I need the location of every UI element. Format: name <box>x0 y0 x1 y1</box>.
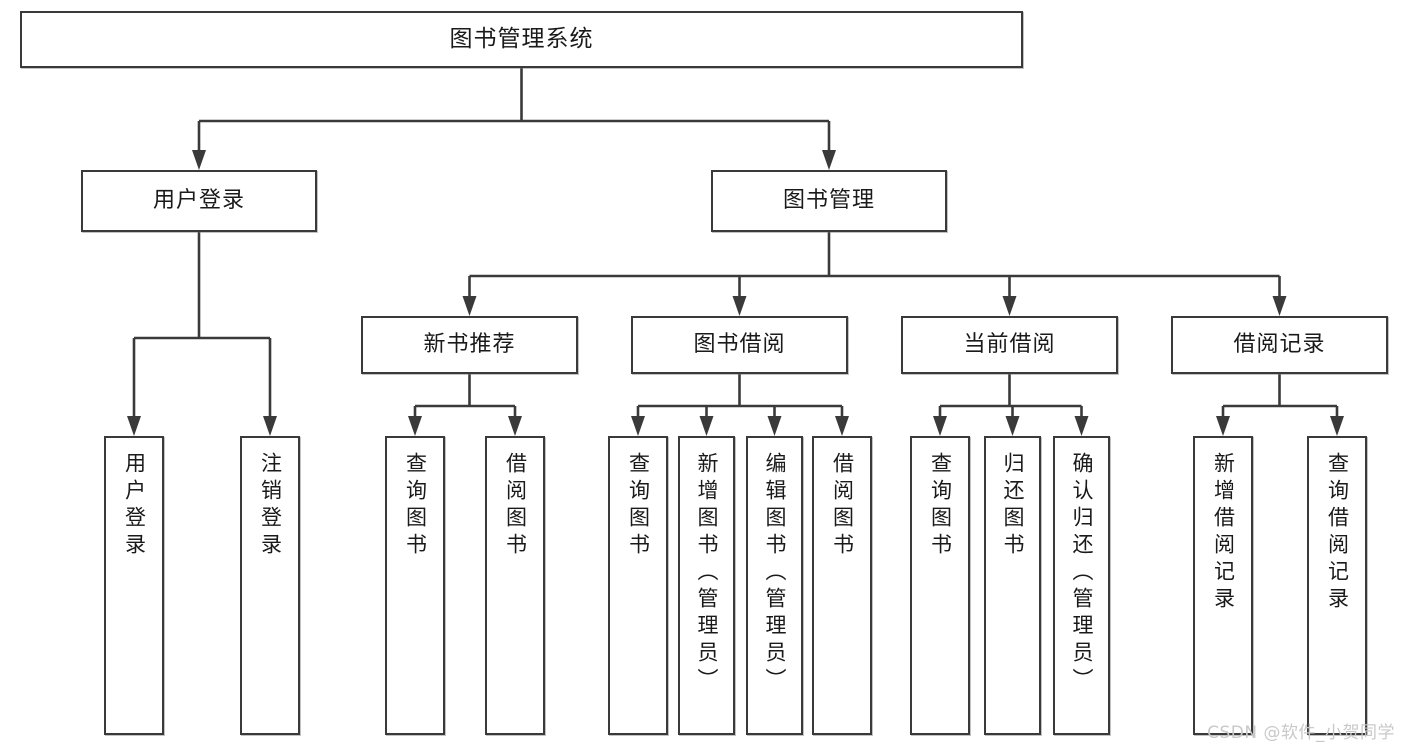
leaf-new-borrow-book-label: 借阅图书 <box>503 452 528 560</box>
node-root[interactable]: 图书管理系统 <box>20 11 1023 68</box>
node-new-book-recommend-label: 新书推荐 <box>423 332 516 358</box>
leaf-borrow-add-book-label: 新增图书（管理员） <box>695 452 719 695</box>
node-borrow-record-label: 借阅记录 <box>1233 332 1326 358</box>
leaf-user-login-label: 用户登录 <box>122 452 147 560</box>
leaf-record-add[interactable]: 新增借阅记录 <box>1193 436 1253 735</box>
node-book-management-label: 图书管理 <box>782 188 875 214</box>
leaf-borrow-add-book[interactable]: 新增图书（管理员） <box>678 436 735 735</box>
leaf-current-confirm-return-label: 确认归还（管理员） <box>1070 452 1094 695</box>
leaf-borrow-edit-book-label: 编辑图书（管理员） <box>763 452 787 695</box>
node-new-book-recommend[interactable]: 新书推荐 <box>361 316 578 374</box>
leaf-record-query[interactable]: 查询借阅记录 <box>1307 436 1367 735</box>
node-borrow-record[interactable]: 借阅记录 <box>1171 316 1388 374</box>
node-book-borrow-label: 图书借阅 <box>693 332 786 358</box>
leaf-new-borrow-book[interactable]: 借阅图书 <box>485 436 545 735</box>
leaf-record-query-label: 查询借阅记录 <box>1325 452 1350 614</box>
leaf-current-query-book-label: 查询图书 <box>928 452 953 560</box>
node-user-login-group-label: 用户登录 <box>152 188 245 214</box>
node-book-borrow[interactable]: 图书借阅 <box>631 316 848 374</box>
node-user-login-group[interactable]: 用户登录 <box>81 170 317 232</box>
leaf-borrow-edit-book[interactable]: 编辑图书（管理员） <box>746 436 803 735</box>
node-current-borrow[interactable]: 当前借阅 <box>901 316 1118 374</box>
leaf-borrow-borrow-book[interactable]: 借阅图书 <box>812 436 872 735</box>
leaf-current-query-book[interactable]: 查询图书 <box>910 436 970 735</box>
leaf-current-return-book-label: 归还图书 <box>1001 452 1025 560</box>
node-book-management[interactable]: 图书管理 <box>711 170 947 232</box>
leaf-user-logout-label: 注销登录 <box>258 452 283 560</box>
leaf-borrow-borrow-book-label: 借阅图书 <box>830 452 855 560</box>
node-root-label: 图书管理系统 <box>449 25 594 52</box>
leaf-new-query-book[interactable]: 查询图书 <box>385 436 445 735</box>
leaf-borrow-query-book-label: 查询图书 <box>626 452 651 560</box>
leaf-current-return-book[interactable]: 归还图书 <box>984 436 1041 735</box>
leaf-user-logout[interactable]: 注销登录 <box>240 436 300 735</box>
leaf-user-login[interactable]: 用户登录 <box>104 436 164 735</box>
leaf-current-confirm-return[interactable]: 确认归还（管理员） <box>1053 436 1110 735</box>
leaf-borrow-query-book[interactable]: 查询图书 <box>608 436 668 735</box>
watermark: CSDN @软件_小贺同学 <box>1207 723 1395 743</box>
leaf-new-query-book-label: 查询图书 <box>403 452 428 560</box>
node-current-borrow-label: 当前借阅 <box>963 332 1056 358</box>
leaf-record-add-label: 新增借阅记录 <box>1211 452 1236 614</box>
